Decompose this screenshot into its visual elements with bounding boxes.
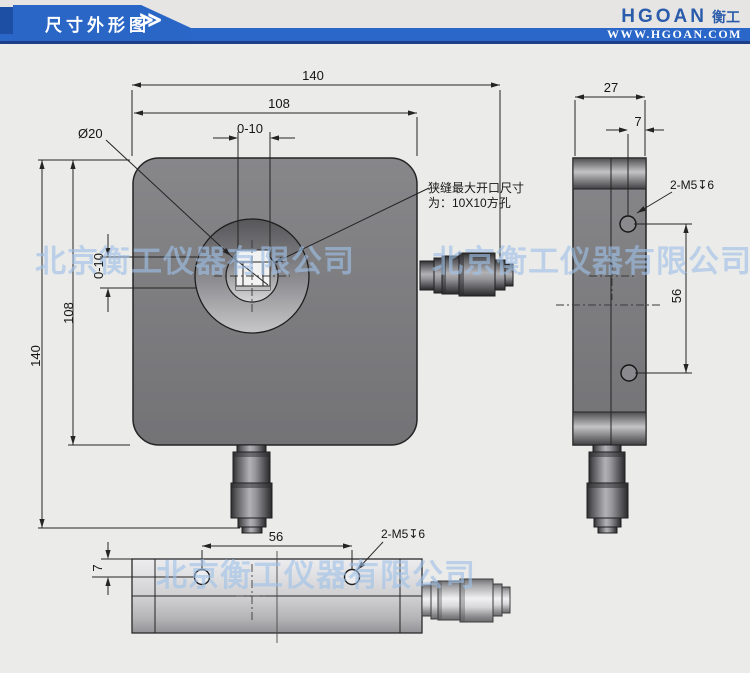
dim-thickness: 27 (574, 80, 646, 156)
bottom-centerlines (236, 551, 278, 643)
dim-hole-offset-bottom-label: 7 (90, 564, 105, 571)
thread-note-bottom: 2-M5↧6 (356, 527, 425, 571)
header-underline (0, 41, 750, 44)
front-centerlines (214, 240, 290, 312)
dim-hole-spacing-bottom-label: 56 (269, 529, 283, 544)
thread-note-side: 2-M5↧6 (636, 178, 714, 214)
dim-aperture-label: Ø20 (78, 126, 103, 141)
page-title: 尺寸外形图 (45, 16, 150, 35)
thread-note-side-label: 2-M5↧6 (670, 178, 714, 192)
dim-plate-height-label: 108 (61, 302, 76, 324)
mounting-hole-top (619, 215, 637, 233)
dim-plate-height: 108 (61, 160, 130, 446)
website-url: WWW.HGOAN.COM (606, 27, 742, 41)
brand-logo-cn: 衡工 (712, 9, 740, 25)
side-plate-bottom-band (572, 411, 647, 446)
dim-plate-width-label: 108 (268, 96, 290, 111)
dim-overall-width-label: 140 (302, 68, 324, 83)
adjust-knob-bottom-front (230, 444, 273, 534)
dim-hole-spacing-side-label: 56 (669, 289, 684, 303)
bottom-view: 56 7 2-M5↧6 (90, 527, 511, 643)
dim-slit-width: 0-10 (213, 121, 295, 250)
dim-plate-width: 108 (134, 96, 418, 156)
side-centerlines (556, 262, 663, 306)
watermark-text-2: 北京衡工仪器有限公司 (432, 244, 750, 279)
dim-overall-height: 140 (28, 159, 240, 529)
side-plate-top-band (572, 157, 647, 190)
chevrons-icon: ≫ (139, 7, 163, 32)
dim-thickness-label: 27 (604, 80, 618, 95)
dim-aperture: Ø20 (78, 126, 269, 286)
mounting-hole-bottom (620, 364, 638, 382)
dim-hole-spacing-side: 56 (634, 223, 692, 374)
slit-note: 狭缝最大开口尺寸 为：10X10方孔 (273, 180, 524, 264)
brand-logo-text: HGOAN (621, 6, 707, 27)
slit-note-line2: 为：10X10方孔 (428, 195, 511, 210)
dim-hole-offset-side-label: 7 (634, 114, 641, 129)
watermark-text-3: 北京衡工仪器有限公司 (156, 558, 476, 593)
adjust-knob-right-bottom (421, 578, 511, 623)
banner-left-cap (0, 7, 13, 34)
dim-overall-height-label: 140 (28, 345, 43, 367)
dim-slit-height-label: 0-10 (91, 253, 106, 279)
adjust-knob-right-front (419, 252, 514, 297)
dim-slit-width-label: 0-10 (237, 121, 263, 136)
thread-note-bottom-label: 2-M5↧6 (381, 527, 425, 541)
side-plate (572, 157, 647, 446)
header: 尺寸外形图 ≫ HGOAN 衡工 WWW.HGOAN.COM (0, 0, 750, 44)
dim-hole-offset-bottom: 7 (90, 542, 195, 595)
dim-hole-offset-side: 7 (606, 114, 664, 216)
dim-overall-width: 140 (131, 68, 501, 258)
brand-logo: HGOAN 衡工 (621, 6, 740, 28)
front-view: 140 108 0-10 Ø20 (28, 68, 524, 534)
dim-slit-height: 0-10 (91, 234, 197, 312)
slit-note-line1: 狭缝最大开口尺寸 (428, 180, 524, 195)
dim-hole-spacing-bottom: 56 (201, 529, 353, 570)
adjust-knob-bottom-side (586, 444, 629, 534)
watermark-text-1: 北京衡工仪器有限公司 (35, 244, 355, 279)
side-view: 27 7 2-M5↧6 56 (556, 80, 714, 534)
